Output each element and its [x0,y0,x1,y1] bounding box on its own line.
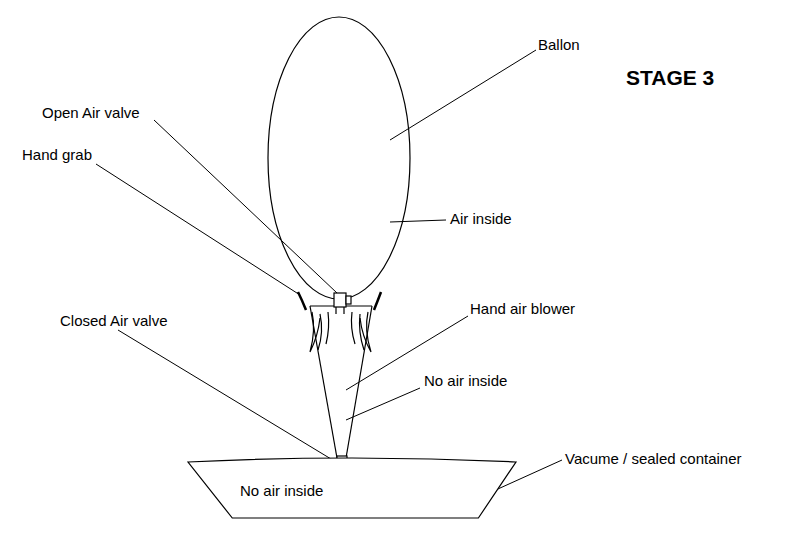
container-text: No air inside [240,482,323,500]
container-shape [188,458,516,518]
part-label: Vacume / sealed container [565,450,742,468]
blower-side [310,306,337,458]
part-label: Air inside [450,210,512,228]
part-label: Hand air blower [470,300,575,318]
balloon-outline [268,17,410,299]
fingers [310,312,371,352]
valve-stem [336,307,344,314]
container-outline [188,458,516,520]
open-air-valve [334,293,346,307]
part-label: Open Air valve [42,104,140,122]
leader-lines [96,50,562,498]
sealed-container: No air inside [188,458,516,520]
part-label: Hand grab [22,146,92,164]
hand-grab [374,292,381,310]
stage-title: STAGE 3 [626,66,714,90]
valve-knob [346,296,351,304]
part-label: Closed Air valve [60,312,168,330]
part-label: No air inside [424,372,507,390]
part-label: Ballon [538,36,580,54]
